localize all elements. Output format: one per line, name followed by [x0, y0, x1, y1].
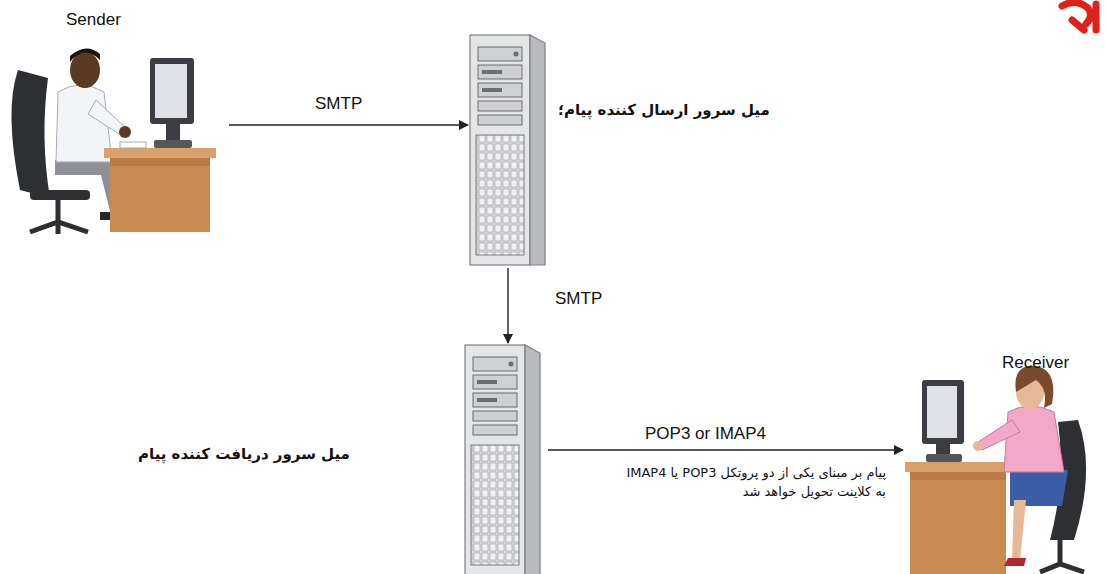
receiving-mail-server: میل سرور دریافت کننده پیام: [130, 345, 545, 574]
protocol-label: SMTP: [312, 94, 365, 114]
receiver-figure: [905, 366, 1086, 574]
sending-mail-server: میل سرور ارسال کننده پیام؛: [470, 35, 1030, 265]
sender-figure: [11, 48, 216, 234]
receiver: Receiver: [905, 345, 1103, 574]
protocol-arrow: [548, 449, 903, 450]
node-heading: Receiver: [1002, 353, 1069, 373]
delivery-note: پیام بر مبنای یکی از دو پروتکل POP3 یا I…: [614, 464, 886, 502]
server-tower: [470, 35, 545, 265]
server-label: میل سرور دریافت کننده پیام: [138, 445, 350, 463]
protocol-arrow: [507, 268, 508, 343]
protocol-label: POP3 or IMAP4: [642, 424, 769, 444]
brand-mark: [1062, 2, 1096, 30]
sender: Sender: [4, 4, 226, 236]
server-label: میل سرور ارسال کننده پیام؛: [558, 101, 770, 119]
node-heading: Sender: [66, 10, 121, 30]
server-tower: [465, 345, 540, 574]
protocol-label: SMTP: [552, 289, 605, 309]
protocol-arrow: [229, 124, 468, 125]
